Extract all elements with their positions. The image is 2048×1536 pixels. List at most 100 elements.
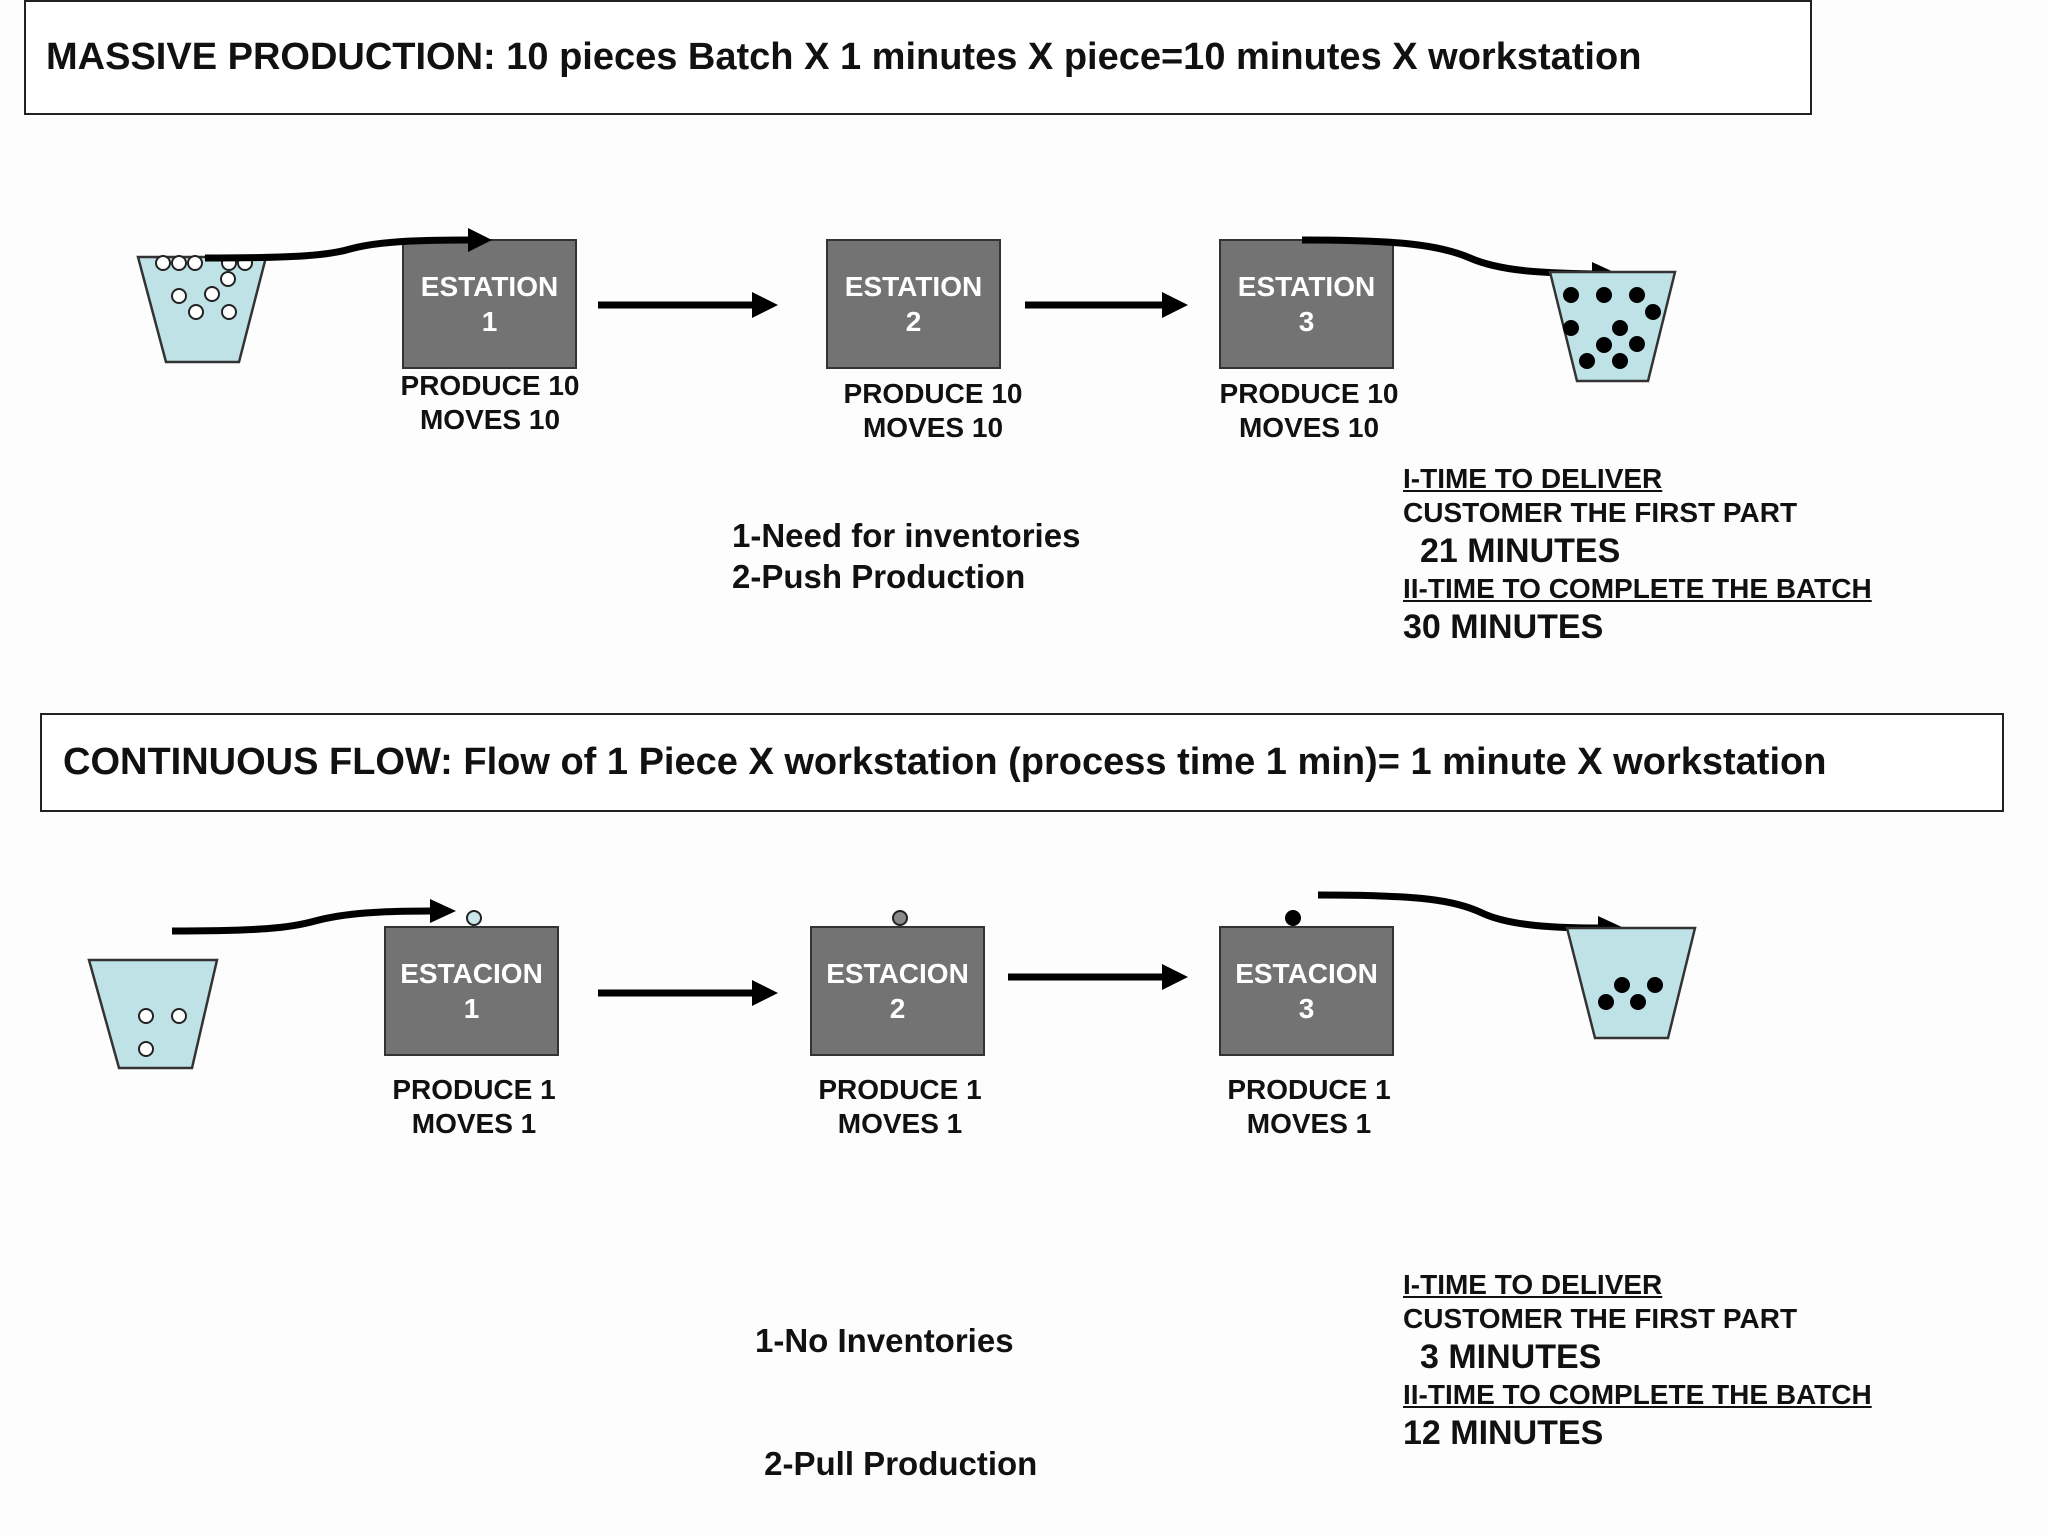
pieces-finished	[1598, 977, 1663, 1010]
flow-arrow-icon	[204, 236, 471, 262]
station-number: 2	[889, 993, 906, 1024]
piece-circle-icon	[171, 1008, 187, 1024]
piece-circle-icon	[155, 255, 171, 271]
piece-circle-icon	[1563, 320, 1579, 336]
continuous-station-3-caption: PRODUCE 1 MOVES 1	[1189, 1073, 1429, 1141]
flow-arrow-icon	[1317, 891, 1601, 932]
continuous-station-1-caption: PRODUCE 1 MOVES 1	[354, 1073, 594, 1141]
piece-circle-icon	[1612, 353, 1628, 369]
piece-circle-icon	[171, 255, 187, 271]
piece-circle-icon	[1647, 977, 1663, 993]
produce-label: PRODUCE 10	[400, 370, 580, 401]
piece-circle-icon	[1563, 287, 1579, 303]
massive-notes: 1-Need for inventories 2-Push Production	[732, 515, 1080, 597]
piece-circle-icon	[138, 1041, 154, 1057]
station-number: 3	[1298, 993, 1315, 1024]
continuous-flow-title: CONTINUOUS FLOW: Flow of 1 Piece X works…	[63, 741, 1827, 783]
massive-summary: I-TIME TO DELIVER CUSTOMER THE FIRST PAR…	[1403, 462, 1872, 648]
arrow-head	[1162, 964, 1188, 990]
produce-label: PRODUCE 10	[1219, 378, 1399, 409]
massive-station-1: ESTATION 1	[402, 239, 577, 369]
piece-circle-icon	[187, 255, 203, 271]
massive-production-title: MASSIVE PRODUCTION: 10 pieces Batch X 1 …	[46, 36, 1642, 78]
station-number: 1	[481, 306, 498, 337]
massive-station-2-caption: PRODUCE 10 MOVES 10	[813, 377, 1053, 445]
pieces-waiting	[138, 1008, 187, 1057]
time-to-complete-label: II-TIME TO COMPLETE THE BATCH	[1403, 1379, 1872, 1410]
moves-label: MOVES 10	[419, 404, 561, 435]
continuous-notes: 1-No Inventories 2-Pull Production	[755, 1238, 1037, 1525]
piece-circle-icon	[1629, 287, 1645, 303]
arrow-head	[468, 228, 492, 252]
time-to-deliver-value: 3 MINUTES	[1420, 1338, 1602, 1376]
piece-circle-icon	[188, 304, 204, 320]
piece-circle-icon	[1612, 320, 1628, 336]
piece-circle-icon	[1285, 910, 1301, 926]
massive-station-3-caption: PRODUCE 10 MOVES 10	[1189, 377, 1429, 445]
continuous-summary: I-TIME TO DELIVER CUSTOMER THE FIRST PAR…	[1403, 1268, 1872, 1454]
piece-circle-icon	[1630, 994, 1646, 1010]
note-item: 1-Need for inventories	[732, 517, 1081, 554]
piece-circle-icon	[1598, 994, 1614, 1010]
produce-label: PRODUCE 10	[843, 378, 1023, 409]
time-to-complete-value: 30 MINUTES	[1403, 608, 1604, 646]
massive-station-1-caption: PRODUCE 10 MOVES 10	[370, 369, 610, 437]
arrow-head	[752, 980, 778, 1006]
note-item: 1-No Inventories	[755, 1322, 1014, 1359]
piece-circle-icon	[466, 910, 482, 926]
note-item: 2-Pull Production	[755, 1445, 1038, 1482]
flow-arrow-icon	[171, 907, 433, 935]
produce-label: PRODUCE 1	[392, 1074, 556, 1105]
piece-circle-icon	[204, 286, 220, 302]
time-to-complete-label: II-TIME TO COMPLETE THE BATCH	[1403, 573, 1872, 604]
massive-station-3: ESTATION 3	[1219, 239, 1394, 369]
time-to-deliver-label: I-TIME TO DELIVER	[1403, 1269, 1663, 1300]
time-to-complete-value: 12 MINUTES	[1403, 1414, 1604, 1452]
moves-label: MOVES 10	[1238, 412, 1380, 443]
moves-label: MOVES 1	[411, 1108, 537, 1139]
arrow-head	[430, 899, 456, 923]
moves-label: MOVES 1	[1246, 1108, 1372, 1139]
station-name: ESTACION	[826, 958, 969, 989]
piece-circle-icon	[1579, 353, 1595, 369]
station-name: ESTATION	[844, 271, 983, 302]
note-item: 2-Push Production	[732, 558, 1026, 595]
continuous-station-2: ESTACION 2	[810, 926, 985, 1056]
piece-circle-icon	[221, 304, 237, 320]
pieces-finished	[1563, 287, 1661, 369]
station-number: 2	[905, 306, 922, 337]
piece-circle-icon	[1596, 287, 1612, 303]
moves-label: MOVES 10	[862, 412, 1004, 443]
time-to-deliver-value: 21 MINUTES	[1420, 532, 1621, 570]
piece-circle-icon	[220, 271, 236, 287]
station-number: 1	[463, 993, 480, 1024]
piece-circle-icon	[1645, 304, 1661, 320]
piece-circle-icon	[171, 288, 187, 304]
continuous-flow-title-box: CONTINUOUS FLOW: Flow of 1 Piece X works…	[40, 713, 2004, 812]
piece-circle-icon	[1596, 337, 1612, 353]
time-to-deliver-label: I-TIME TO DELIVER	[1403, 463, 1663, 494]
output-bucket-icon	[1565, 926, 1697, 1040]
arrow-head	[752, 292, 778, 318]
piece-circle-icon	[1629, 336, 1645, 352]
produce-label: PRODUCE 1	[818, 1074, 982, 1105]
station-name: ESTATION	[1237, 271, 1376, 302]
first-part-label: CUSTOMER THE FIRST PART	[1403, 1303, 1798, 1334]
continuous-station-1: ESTACION 1	[384, 926, 559, 1056]
continuous-station-3: ESTACION 3	[1219, 926, 1394, 1056]
station-name: ESTACION	[1235, 958, 1378, 989]
massive-production-title-box: MASSIVE PRODUCTION: 10 pieces Batch X 1 …	[24, 0, 1812, 115]
station-name: ESTACION	[400, 958, 543, 989]
produce-label: PRODUCE 1	[1227, 1074, 1391, 1105]
first-part-label: CUSTOMER THE FIRST PART	[1403, 497, 1798, 528]
station-number: 3	[1298, 306, 1315, 337]
massive-station-2: ESTATION 2	[826, 239, 1001, 369]
station-name: ESTATION	[420, 271, 559, 302]
arrow-head	[1162, 292, 1188, 318]
flow-arrow-icon	[1301, 236, 1596, 278]
piece-circle-icon	[892, 910, 908, 926]
continuous-station-2-caption: PRODUCE 1 MOVES 1	[780, 1073, 1020, 1141]
piece-circle-icon	[138, 1008, 154, 1024]
moves-label: MOVES 1	[837, 1108, 963, 1139]
